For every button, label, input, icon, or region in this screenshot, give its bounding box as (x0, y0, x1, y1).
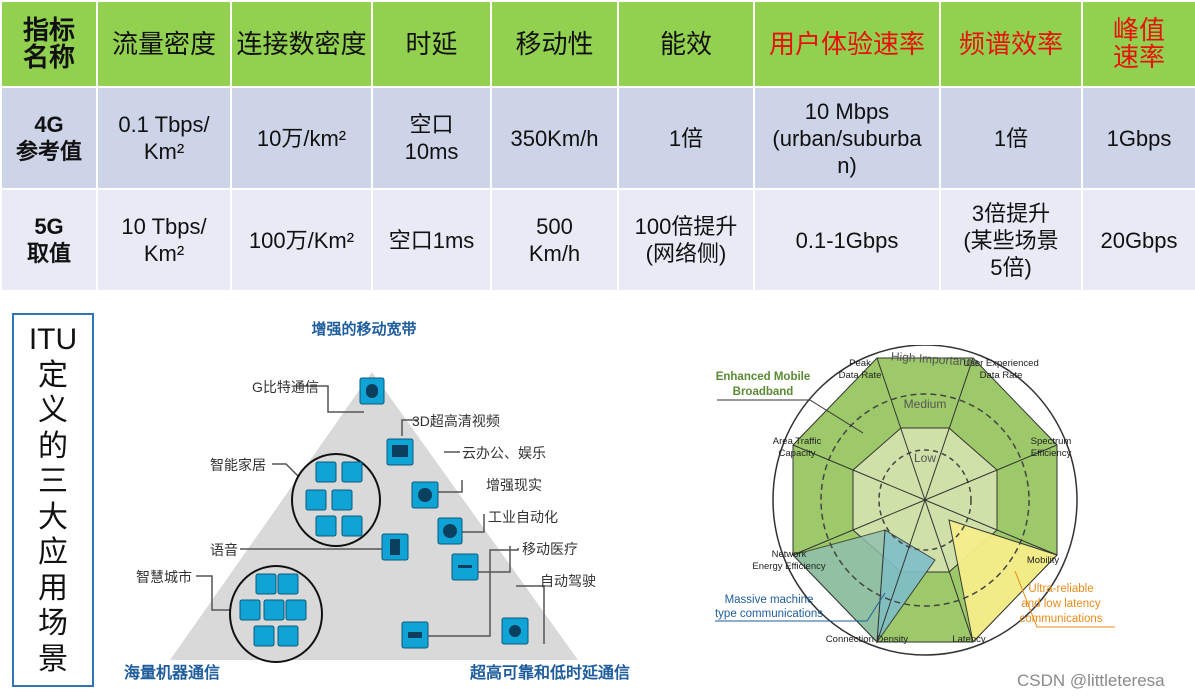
table-header-cell: 移动性 (490, 0, 619, 88)
table-header-cell: 流量密度 (96, 0, 232, 88)
table-header-cell: 能效 (617, 0, 755, 88)
table-header-cell: 频谱效率 (939, 0, 1083, 88)
table-header-cell: 峰值速率 (1081, 0, 1195, 88)
table-cell: 1倍 (939, 86, 1083, 190)
triangle-label-medical: 移动医疗 (522, 541, 578, 557)
axis-connection-density: Connection Density (826, 634, 909, 645)
triangle-label-gbit: G比特通信 (252, 379, 319, 395)
ring-medium-label: Medium (904, 397, 947, 411)
triangle-label-3d-video: 3D超高清视频 (412, 413, 500, 429)
triangle-label-smart-city: 智慧城市 (136, 569, 192, 585)
table-cell: 350Km/h (490, 86, 619, 190)
axis-latency: Latency (952, 634, 986, 645)
table-header-cell: 指标名称 (0, 0, 98, 88)
ring-low-label: Low (914, 451, 936, 465)
triangle-label-cloud-office: 云办公、娱乐 (462, 445, 546, 461)
axis-mobility: Mobility (1027, 555, 1059, 566)
triangle-label-industrial: 工业自动化 (488, 509, 558, 525)
table-header-cell: 用户体验速率 (753, 0, 941, 88)
triangle-label-smart-home: 智能家居 (210, 457, 266, 473)
table-cell: 0.1-1Gbps (753, 188, 941, 292)
table-cell: 100万/Km² (230, 188, 373, 292)
table-cell: 10万/km² (230, 86, 373, 190)
table-cell: 20Gbps (1081, 188, 1195, 292)
triangle-bottom-left-label: 海量机器通信 (124, 663, 220, 682)
table-header-cell: 连接数密度 (230, 0, 373, 88)
watermark: CSDN @littleteresa (1017, 671, 1165, 690)
table-cell: 100倍提升(网络侧) (617, 188, 755, 292)
table-header-cell: 时延 (371, 0, 492, 88)
ring-high-label: High Importance (890, 349, 979, 369)
triangle-top-label: 增强的移动宽带 (311, 320, 416, 338)
triangle-label-autonomous: 自动驾驶 (540, 573, 596, 589)
table-cell: 10 Tbps/Km² (96, 188, 232, 292)
table-header-row: 指标名称流量密度连接数密度时延移动性能效用户体验速率频谱效率峰值速率 (0, 0, 1195, 88)
triangle-bottom-right-label: 超高可靠和低时延通信 (469, 663, 630, 682)
triangle-label-voice: 语音 (210, 542, 238, 558)
table-cell: 1倍 (617, 86, 755, 190)
application-triangle: 增强的移动宽带 海量机器通信 超高可靠和低时延通信 G比特通信 3D超高清视频 … (124, 320, 630, 682)
table-cell: 空口1ms (371, 188, 492, 292)
table-cell: 0.1 Tbps/Km² (96, 86, 232, 190)
triangle-label-ar: 增强现实 (486, 477, 542, 493)
table-cell: 1Gbps (1081, 86, 1195, 190)
